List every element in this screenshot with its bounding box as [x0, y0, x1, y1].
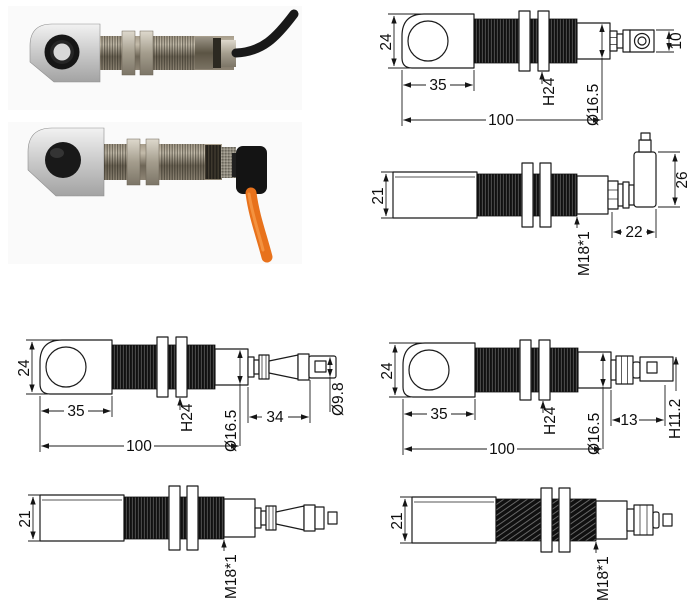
dim-connector-size: 10	[668, 32, 685, 50]
hex-nut	[156, 336, 169, 398]
drawing-short-plug-side: 21 M18*1	[389, 487, 673, 600]
mounting-nut	[121, 30, 136, 76]
dim-head-width: 35	[430, 406, 447, 423]
drawing-short-plug-top: 24 35 H24 Ø16.5 100 13 H11.	[379, 339, 684, 458]
barrel-thread-texture	[104, 144, 126, 180]
hex-nut	[186, 485, 199, 551]
mounting-nut	[126, 138, 141, 186]
dim-connector-length: 22	[625, 224, 642, 241]
hex-nut	[168, 485, 181, 551]
plug-keyway	[646, 361, 658, 374]
plug-tip	[662, 513, 673, 527]
head-side-body	[392, 171, 478, 219]
rear-cylinder	[223, 498, 256, 538]
dim-nut-size: H24	[179, 403, 196, 432]
sensing-face-highlight	[50, 148, 64, 158]
dim-height: 24	[379, 362, 396, 380]
sensing-face-center	[53, 43, 71, 61]
dim-nut-size: H24	[542, 406, 559, 435]
hex-nut	[518, 10, 531, 72]
dim-thread: M18*1	[223, 554, 240, 599]
rear-cylinder	[576, 175, 609, 215]
dim-plug-hex: H11.2	[667, 399, 684, 439]
cable-gland	[221, 40, 236, 67]
head-side-body	[411, 496, 497, 544]
right-angle-connector	[236, 146, 267, 194]
barrel-thread-texture	[153, 36, 195, 70]
mounting-nut	[145, 138, 160, 186]
short-plug-connector	[626, 504, 673, 536]
rear-cylinder	[576, 22, 611, 60]
dim-thread: M18*1	[595, 556, 612, 600]
sensing-face	[45, 142, 81, 178]
dim-plug-length: 13	[620, 412, 637, 429]
barrel-sleeve	[195, 37, 213, 69]
photo-sensor-straight-cable	[8, 6, 302, 110]
ridge-texture	[205, 145, 221, 179]
barrel-thread-texture	[160, 144, 205, 180]
dim-height: 21	[370, 187, 387, 204]
hex-nut	[558, 487, 571, 553]
long-plug-connector: 34 Ø9.8	[247, 353, 347, 426]
right-angle-connector-drawing: 26 22	[607, 132, 691, 241]
drawing-cable-version-side: 21 M18*1 26 22	[370, 132, 691, 276]
mounting-nut	[139, 30, 154, 76]
dim-height: 21	[17, 510, 34, 527]
rear-cylinder	[577, 351, 612, 389]
dim-connector-height: 26	[674, 171, 691, 188]
cable-gland-connector: 10	[609, 29, 685, 53]
dim-nut-size: H24	[541, 77, 558, 106]
drawing-long-plug-side: 21 M18*1	[17, 485, 338, 599]
short-plug-connector: 13 H11.2	[610, 355, 684, 439]
orange-cable-highlight	[247, 192, 265, 252]
orange-cable	[245, 187, 273, 263]
dim-height: 24	[378, 33, 395, 51]
barrel-ring	[213, 38, 221, 68]
hex-nut	[540, 487, 553, 553]
hex-nut	[519, 339, 532, 401]
black-cable	[231, 9, 299, 58]
drawing-cable-version-top: 24 35 H24 Ø16.5 100 10	[378, 10, 685, 129]
dim-total-length: 100	[488, 112, 514, 129]
dim-height: 24	[16, 359, 33, 377]
hex-nut	[175, 336, 188, 398]
dim-total-length: 100	[126, 438, 152, 455]
hex-nut	[521, 162, 534, 228]
barrel-thread-texture	[100, 36, 124, 70]
dim-diameter: Ø16.5	[586, 413, 603, 455]
drawing-long-plug-top: 24 35 H24 Ø16.5 100 34	[16, 336, 347, 455]
dim-diameter: Ø16.5	[223, 410, 240, 452]
connector-vertical-body	[633, 151, 657, 208]
rear-cylinder	[214, 348, 249, 386]
eyelet-hole	[408, 349, 450, 391]
rear-cylinder	[595, 500, 628, 540]
dim-head-width: 35	[429, 77, 446, 94]
long-plug-connector	[254, 504, 338, 532]
dim-plug-diameter: Ø9.8	[330, 382, 347, 416]
dim-height: 21	[389, 512, 406, 529]
eyelet-hole	[407, 20, 449, 62]
plug-cone	[275, 505, 305, 531]
dim-total-length: 100	[489, 441, 515, 458]
hex-nut	[539, 162, 552, 228]
eyelet-hole	[45, 346, 87, 388]
hex-nut	[537, 10, 550, 72]
dim-diameter: Ø16.5	[585, 84, 602, 126]
dim-head-width: 35	[67, 403, 84, 420]
dim-thread: M18*1	[576, 231, 593, 276]
head-side-body	[39, 494, 125, 542]
dim-plug-length: 34	[266, 409, 284, 426]
plug-keyway	[314, 360, 327, 373]
plug-tip	[327, 511, 338, 525]
photo-sensor-angled-cable	[8, 122, 302, 264]
plug-cone	[268, 354, 299, 380]
hex-nut	[538, 339, 551, 401]
